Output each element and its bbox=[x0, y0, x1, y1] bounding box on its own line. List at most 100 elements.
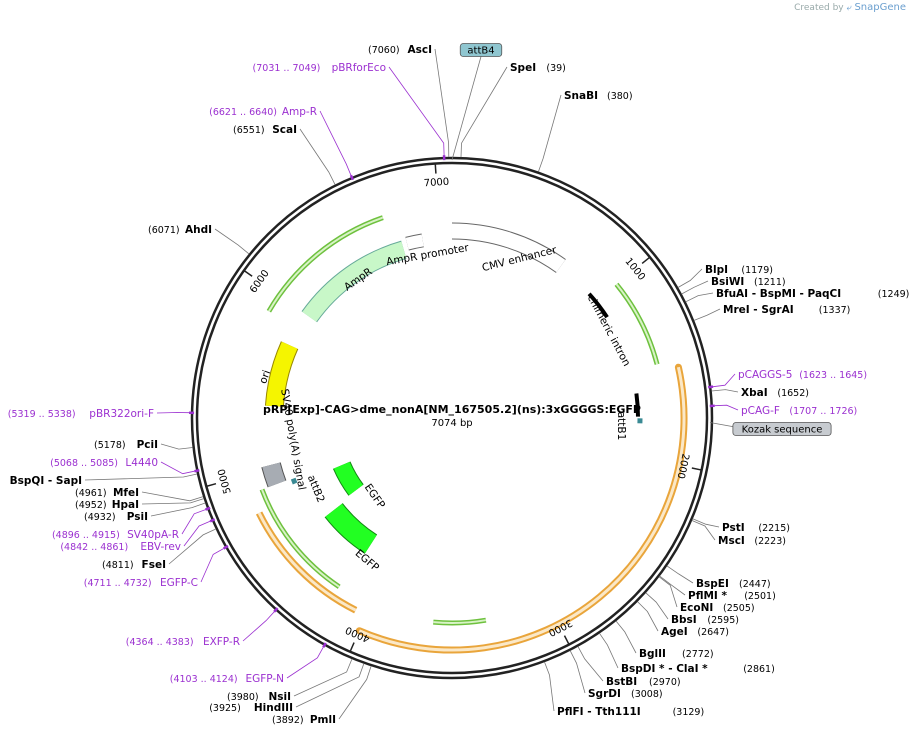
tick-5000 bbox=[206, 482, 217, 488]
enzyme-position-agei: (2647) bbox=[697, 627, 729, 638]
enzyme-label-bsiwi: BsiWI bbox=[711, 276, 744, 288]
feature-label-attb1: attB1 bbox=[615, 412, 627, 441]
tick-3000 bbox=[563, 635, 570, 645]
egfp-arrow-1 bbox=[325, 503, 377, 554]
box-label-attb4: attB4 bbox=[467, 46, 494, 57]
enzyme-leader-pcii bbox=[160, 443, 193, 450]
enzyme-leader-fsei bbox=[168, 528, 216, 565]
enzyme-leader-bspqi-sapi bbox=[84, 473, 198, 481]
enzyme-leader-hindiii bbox=[295, 663, 365, 708]
enzyme-label-pflmi: PflMI * bbox=[688, 590, 727, 602]
enzyme-position-bglii: (2772) bbox=[682, 649, 714, 660]
primer-mark-egfp-n bbox=[322, 642, 327, 648]
enzyme-leader-agei bbox=[637, 601, 659, 632]
enzyme-position-xbai: (1652) bbox=[777, 388, 809, 399]
green-line-lower-left-fill bbox=[261, 489, 340, 588]
chimeric-intron-line-b bbox=[634, 393, 640, 417]
primer-label-exfp-r: EXFP-R bbox=[203, 636, 240, 648]
tick-7000 bbox=[434, 163, 437, 174]
tick-4000 bbox=[349, 642, 355, 653]
enzyme-label-psti: PstI bbox=[722, 522, 745, 534]
enzyme-leader-spei bbox=[460, 66, 508, 158]
plasmid-name: pRP[Exp]-CAG>dme_nonA[NM_167505.2](ns):3… bbox=[263, 403, 641, 416]
enzyme-label-pmli: PmlI bbox=[310, 714, 336, 726]
primer-range-pbrforeco: (7031 .. 7049) bbox=[253, 63, 321, 74]
enzyme-leader-pflmi bbox=[659, 575, 686, 596]
primer-mark-exfp-r bbox=[273, 607, 279, 613]
primer-range-exfp-r: (4364 .. 4383) bbox=[126, 637, 194, 648]
enzyme-label-snabi: SnaBI bbox=[564, 90, 598, 102]
ampr-promoter-arrow bbox=[405, 234, 424, 250]
primer-leader-egfp-n bbox=[286, 647, 324, 679]
enzyme-position-fsei: (4811) bbox=[102, 560, 134, 571]
enzyme-position-hpai: (4952) bbox=[75, 500, 107, 511]
primer-mark-pcaggs-5 bbox=[708, 385, 714, 389]
enzyme-position-bfuai-bspmi-paqci: (1249) bbox=[878, 289, 910, 300]
box-kozak-sequence bbox=[732, 422, 832, 436]
enzyme-position-bspdi-clai: (2861) bbox=[743, 664, 775, 675]
enzyme-leader-psii bbox=[150, 502, 206, 517]
feature-layer bbox=[255, 215, 688, 654]
primer-range-pcaggs-5: (1623 .. 1645) bbox=[799, 370, 867, 381]
enzyme-label-bbsi: BbsI bbox=[671, 614, 697, 626]
enzyme-leader-bstbi bbox=[577, 646, 604, 682]
enzyme-label-pflfi-tth111i: PflFI - Tth111I bbox=[557, 706, 641, 718]
primer-mark-l4440 bbox=[194, 469, 200, 473]
enzyme-label-hindiii: HindIII bbox=[254, 702, 293, 714]
center-title: pRP[Exp]-CAG>dme_nonA[NM_167505.2](ns):3… bbox=[263, 403, 641, 429]
enzyme-leader-psti bbox=[692, 518, 720, 528]
feature-label-attb2: attB2 bbox=[305, 473, 327, 504]
primer-leader-pbrforeco bbox=[388, 66, 445, 156]
enzyme-position-scai: (6551) bbox=[233, 125, 265, 136]
box-leader-attb4 bbox=[451, 56, 482, 161]
enzyme-leader-econi bbox=[658, 576, 678, 608]
feature-label-ori: ori bbox=[257, 368, 273, 385]
enzyme-position-sgrdi: (3008) bbox=[631, 689, 663, 700]
primer-leader-ebv-rev bbox=[183, 520, 211, 547]
primer-leader-pcaggs-5 bbox=[713, 373, 736, 388]
enzyme-position-mrei-sgrai: (1337) bbox=[819, 305, 851, 316]
tick-label-4000: 4000 bbox=[344, 624, 372, 644]
primer-label-egfp-c: EGFP-C bbox=[160, 577, 198, 589]
enzyme-label-mrei-sgrai: MreI - SgrAI bbox=[723, 304, 794, 316]
primer-label-pcag-f: pCAG-F bbox=[741, 405, 780, 417]
enzyme-label-pcii: PciI bbox=[137, 439, 158, 451]
orange-region-outer-arc-fill bbox=[358, 366, 686, 652]
enzyme-label-blpi: BlpI bbox=[705, 264, 728, 276]
enzyme-leader-pflfi-tth111i bbox=[544, 661, 555, 712]
enzyme-leader-hpai bbox=[141, 498, 204, 505]
enzyme-leader-ahdi bbox=[214, 228, 250, 255]
enzyme-label-mfei: MfeI bbox=[113, 487, 139, 499]
enzyme-position-snabi: (380) bbox=[607, 91, 633, 102]
enzyme-label-nsii: NsiI bbox=[268, 691, 291, 703]
enzyme-position-blpi: (1179) bbox=[741, 265, 773, 276]
primer-mark-egfp-c bbox=[223, 544, 229, 550]
tick-label-6000: 6000 bbox=[248, 268, 272, 295]
primer-label-pbr322ori-f: pBR322ori-F bbox=[89, 408, 154, 420]
enzyme-leader-bglii bbox=[615, 620, 637, 654]
enzyme-leader-bspei bbox=[666, 565, 694, 584]
enzyme-position-pcii: (5178) bbox=[94, 440, 126, 451]
primer-leader-l4440 bbox=[160, 461, 195, 475]
tick-2000 bbox=[691, 467, 702, 471]
green-line-bottom-fill bbox=[433, 619, 487, 624]
enzyme-position-asci: (7060) bbox=[368, 45, 400, 56]
tick-label-5000: 5000 bbox=[216, 467, 233, 494]
enzyme-leader-snabi bbox=[538, 94, 562, 172]
feature-label-egfp: EGFP bbox=[353, 547, 382, 574]
enzyme-label-asci: AscI bbox=[407, 44, 432, 56]
enzyme-leader-nsii bbox=[293, 658, 353, 697]
primer-mark-ebv-rev bbox=[209, 518, 216, 523]
enzyme-leader-bsiwi bbox=[681, 280, 709, 295]
primer-range-ebv-rev: (4842 .. 4861) bbox=[60, 542, 128, 553]
enzyme-leader-bbsi bbox=[645, 592, 669, 620]
enzyme-leader-xbai bbox=[711, 389, 739, 393]
chimeric-intron-line-a bbox=[587, 292, 609, 319]
attb2-marker bbox=[290, 477, 298, 485]
enzyme-leader-bspdi-clai bbox=[599, 633, 619, 669]
primer-range-sv40pa-r: (4896 .. 4915) bbox=[52, 530, 120, 541]
enzyme-label-sgrdi: SgrDI bbox=[588, 688, 621, 700]
backbone-outer-strand bbox=[190, 156, 714, 680]
enzyme-position-hindiii: (3925) bbox=[209, 703, 241, 714]
